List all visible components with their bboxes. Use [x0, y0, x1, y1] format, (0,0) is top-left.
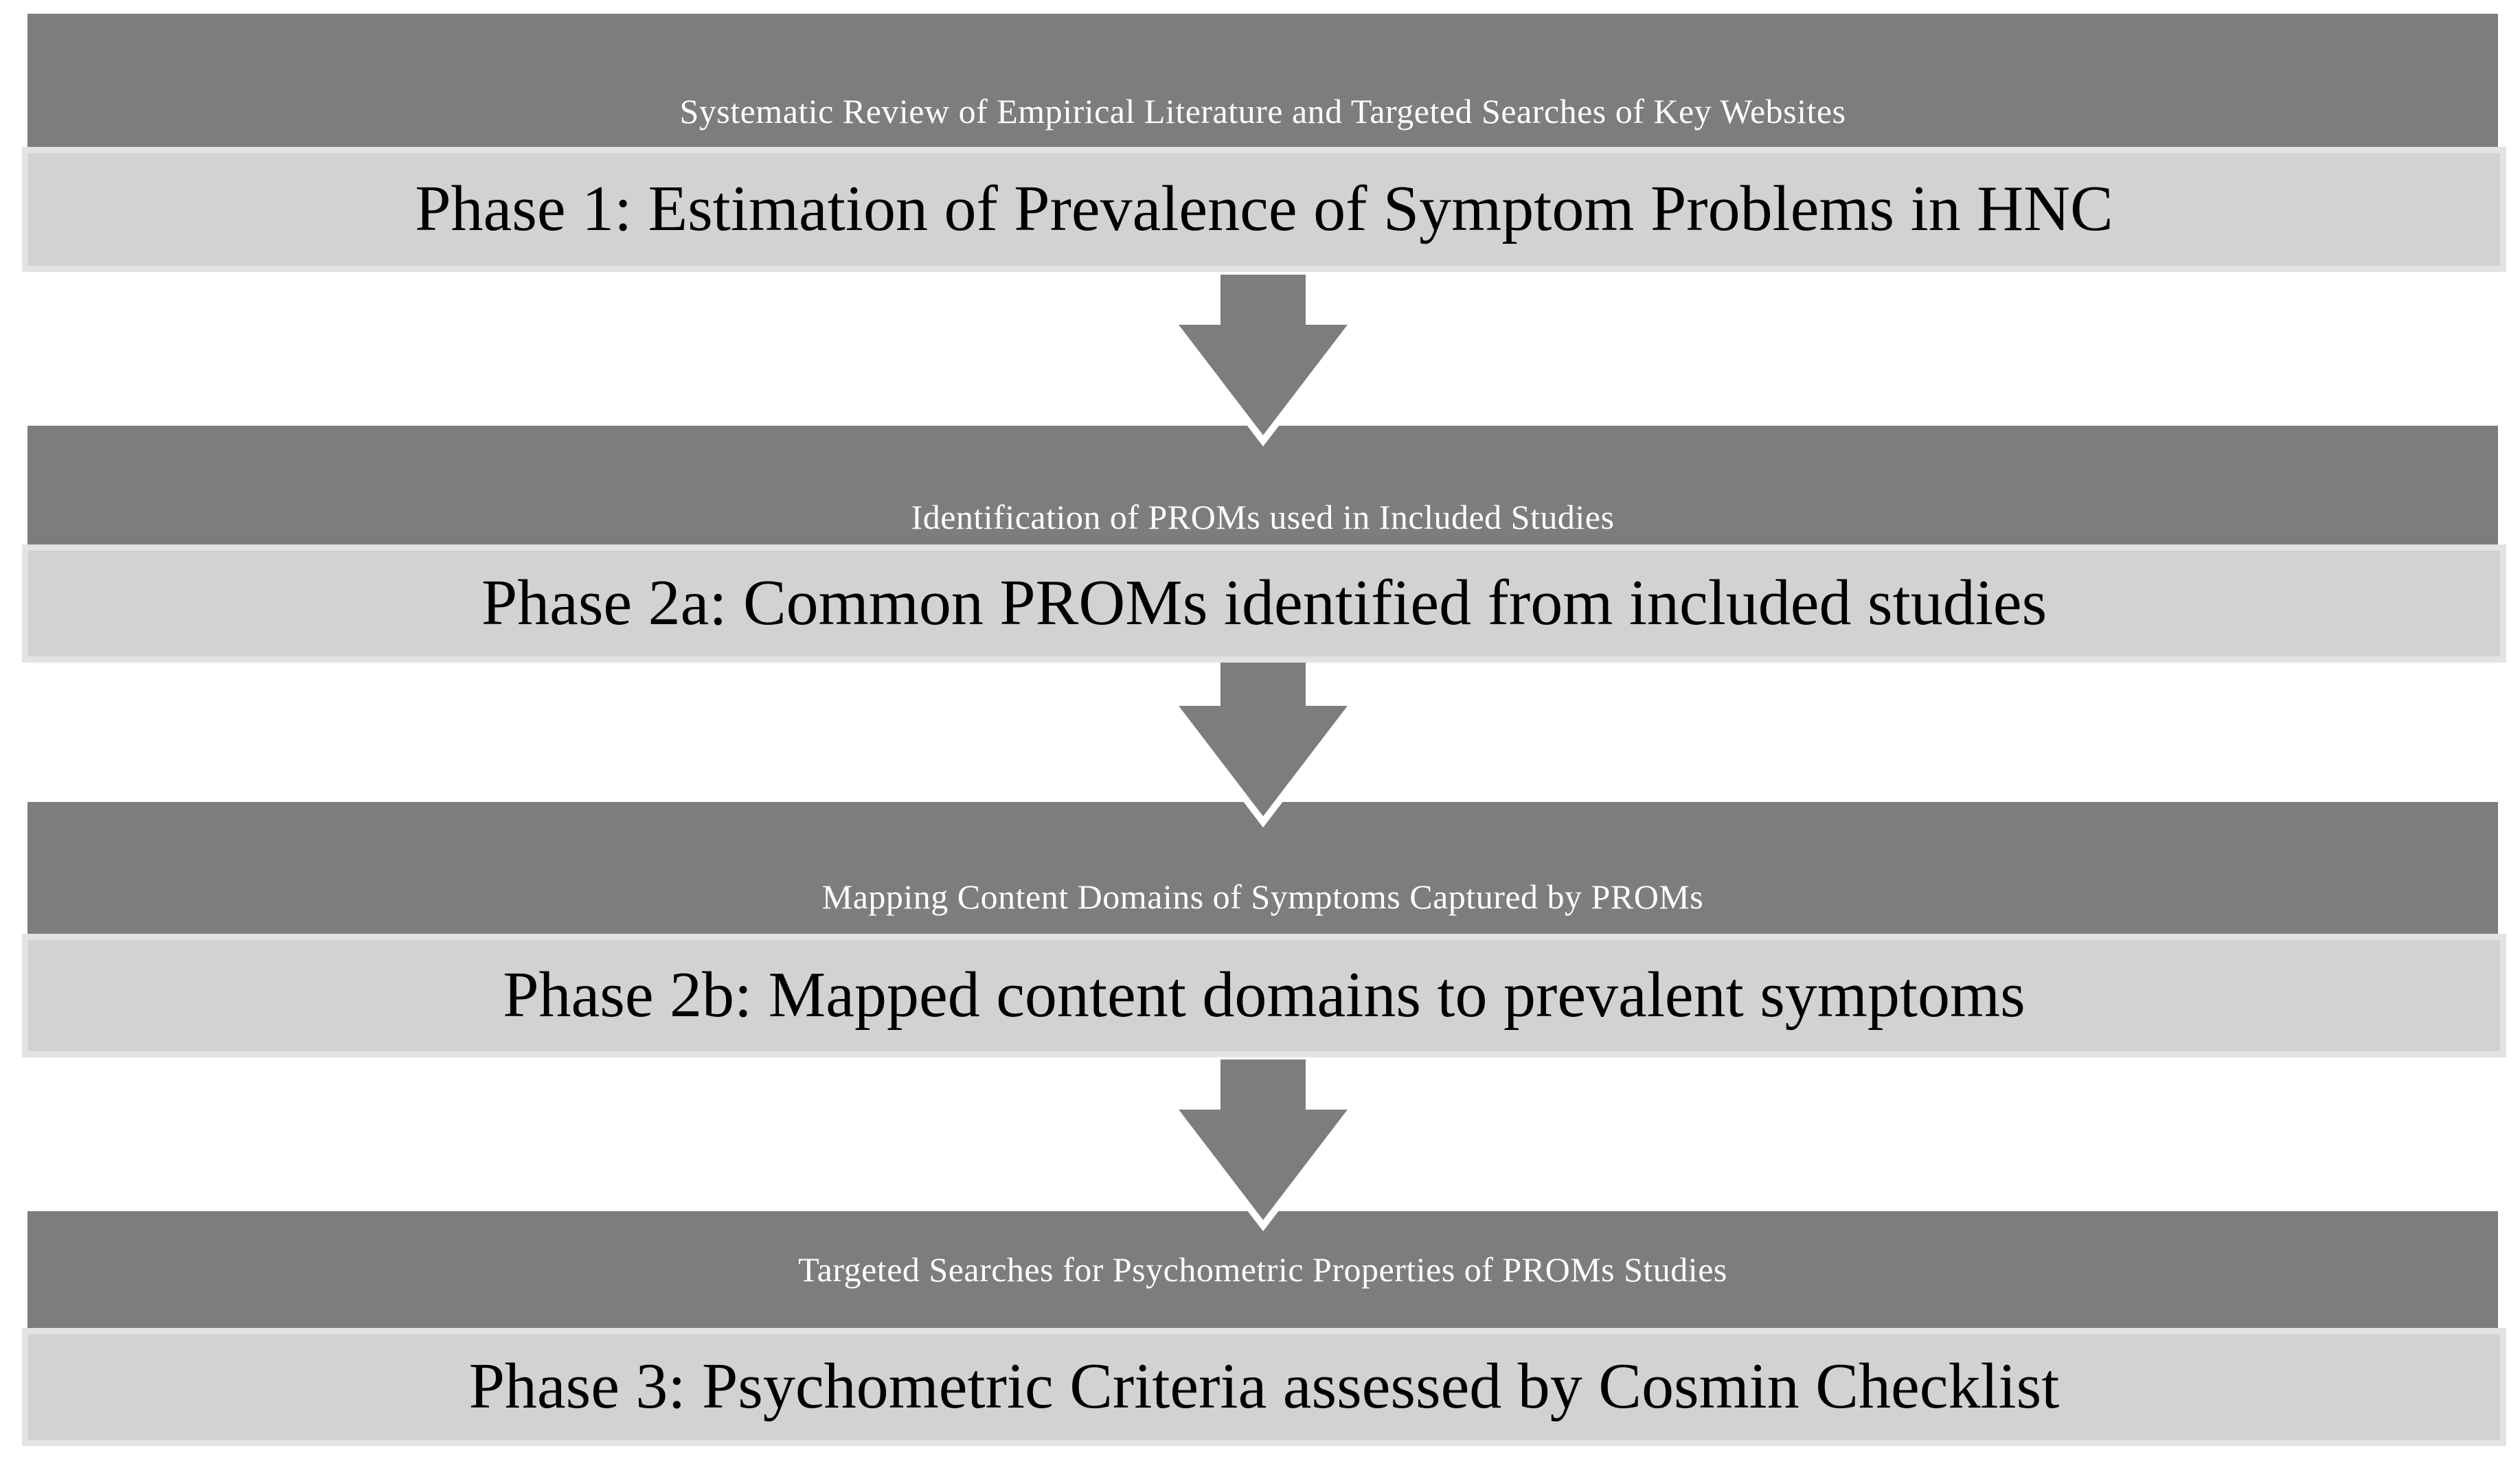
- stage-3-phase-text: Phase 2b: Mapped content domains to prev…: [503, 959, 2025, 1031]
- stage-1-header-text: Systematic Review of Empirical Literatur…: [679, 92, 1846, 130]
- stage-1-phase-text: Phase 1: Estimation of Prevalence of Sym…: [415, 173, 2113, 245]
- down-arrow-icon: [1164, 649, 1362, 827]
- down-arrow-icon: [1164, 268, 1362, 446]
- down-arrow-icon: [1164, 1053, 1362, 1231]
- stage-1-header-bar: Systematic Review of Empirical Literatur…: [27, 14, 2498, 147]
- stage-2-phase-text: Phase 2a: Common PROMs identified from i…: [481, 567, 2047, 639]
- down-arrow-shape: [1164, 649, 1362, 827]
- stage-3-header-bar: Mapping Content Domains of Symptoms Capt…: [27, 802, 2498, 934]
- stage-4-header-text: Targeted Searches for Psychometric Prope…: [798, 1250, 1727, 1289]
- stage-1-phase-box: Phase 1: Estimation of Prevalence of Sym…: [22, 147, 2506, 272]
- stage-3-phase-box: Phase 2b: Mapped content domains to prev…: [22, 934, 2506, 1057]
- stage-3-header-text: Mapping Content Domains of Symptoms Capt…: [821, 878, 1704, 916]
- stage-4-phase-text: Phase 3: Psychometric Criteria assessed …: [468, 1351, 2060, 1423]
- down-arrow-shape: [1164, 1053, 1362, 1231]
- down-arrow-shape: [1164, 268, 1362, 446]
- stage-4-phase-box: Phase 3: Psychometric Criteria assessed …: [22, 1328, 2506, 1446]
- stage-2-header-text: Identification of PROMs used in Included…: [911, 498, 1615, 536]
- stage-2-phase-box: Phase 2a: Common PROMs identified from i…: [22, 544, 2506, 663]
